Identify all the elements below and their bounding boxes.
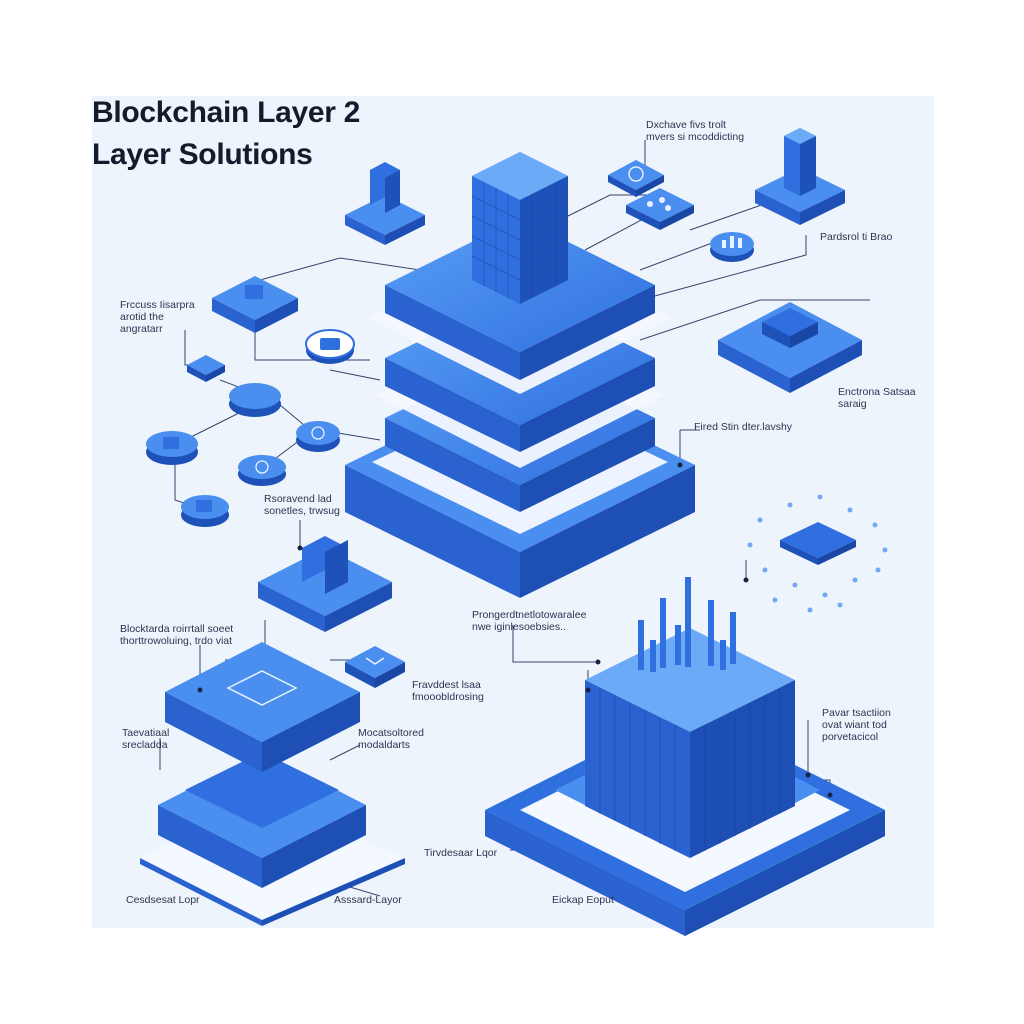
label-bottom-center: Tirvdesaar Lqor	[424, 847, 498, 859]
label-right-mid-2: saraig	[838, 398, 867, 410]
node-icon	[747, 494, 888, 613]
chart-icon	[710, 232, 754, 262]
label-center-1: Prongerdtnetlotowaralee	[472, 609, 587, 621]
title-line-1: Blockchain Layer 2	[92, 96, 361, 129]
page-title: Blockchain Layer 2 Layer Solutions	[92, 92, 360, 176]
label-right-tower-1: Pavar tsactiion	[822, 707, 891, 719]
label-small-right-2: fmooobldrosing	[412, 691, 484, 703]
label-left-block-1: Blocktarda roirrtall soeet	[120, 623, 233, 635]
mid-left-tile	[258, 536, 392, 632]
label-mid-left-2: sonetles, trwsug	[264, 505, 340, 517]
label-left-top-1: Frccuss Iisarpra	[120, 299, 195, 311]
label-right-tower-3: porvetacicol	[822, 731, 878, 743]
swap-icon	[345, 646, 405, 688]
network-icon	[626, 188, 694, 230]
label-left-top-2: arotid the	[120, 311, 164, 323]
label-right-mid-1: Enctrona Satsaa	[838, 386, 916, 398]
bottom-left-stack	[140, 642, 405, 926]
left-network-icons	[146, 276, 355, 527]
title-line-2: Layer Solutions	[92, 138, 313, 171]
label-bottom-left-b: Asssard-Layor	[334, 894, 402, 906]
central-layer-stack	[345, 152, 695, 598]
label-left-block-2: thorttrowoluing, trdo viat	[120, 635, 232, 647]
label-mid-lower-1: Mocatsoltored	[358, 727, 424, 739]
label-stack-right: Fired Stin dter.lavshy	[694, 421, 793, 433]
coin-icon	[608, 160, 664, 197]
bottom-right-tower	[485, 577, 885, 936]
top-left-tile	[345, 162, 425, 245]
diagram-labels: Dxchave fivs trolt mvers si mcoddicting …	[120, 119, 916, 906]
label-bottom-right: Eickap Eoput	[552, 894, 614, 906]
label-right-top: Pardsrol ti Brao	[820, 231, 893, 243]
anchor-dots	[197, 462, 833, 798]
label-top-center-2: mvers si mcoddicting	[646, 131, 744, 143]
top-right-tower	[755, 128, 845, 225]
label-top-center-1: Dxchave fivs trolt	[646, 119, 726, 131]
label-left-lower-2: srecladda	[122, 739, 168, 751]
label-right-tower-2: ovat wiant tod	[822, 719, 887, 731]
label-small-right-1: Fravddest lsaa	[412, 679, 481, 691]
label-left-top-3: angratarr	[120, 323, 163, 335]
label-mid-lower-2: modaldarts	[358, 739, 410, 751]
label-left-lower-1: Taevatiaal	[122, 727, 169, 739]
right-mid-tile	[718, 302, 862, 393]
label-center-2: nwe iginlesoebsies..	[472, 621, 566, 633]
label-bottom-left-a: Cesdsesat Lopr	[126, 894, 200, 906]
label-mid-left-1: Rsoravend lad	[264, 493, 332, 505]
